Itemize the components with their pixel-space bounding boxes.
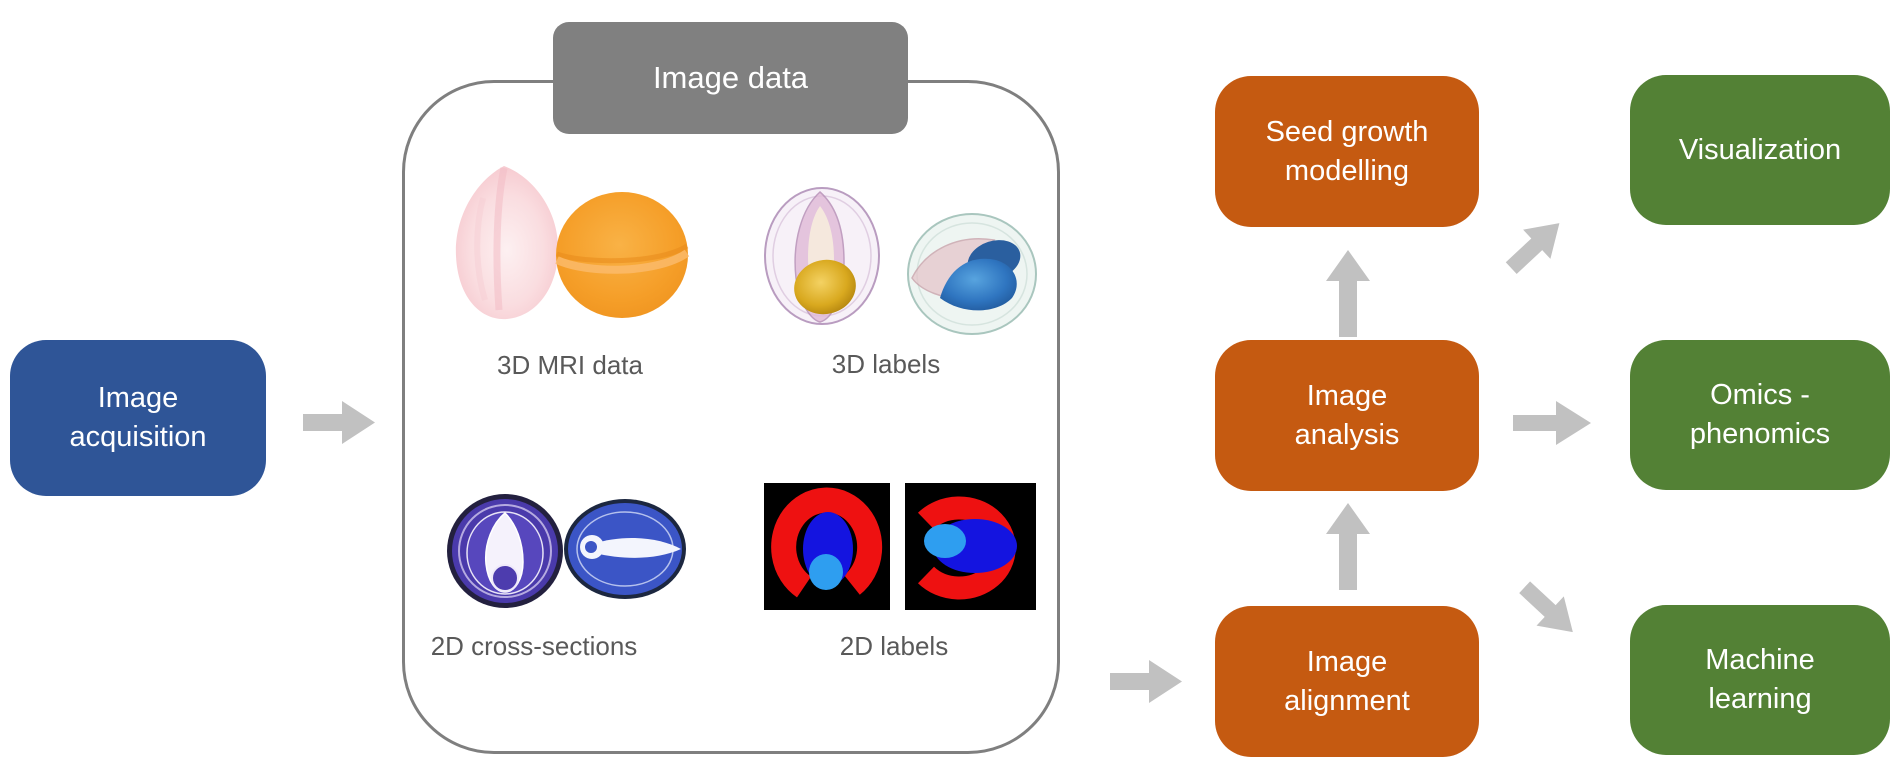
image-alignment-label: Image alignment: [1284, 645, 1410, 717]
caption-3d-labels: 3D labels: [831, 349, 941, 379]
arrow-up-right-icon: [1496, 207, 1578, 288]
2d-cross-sections-image: [443, 487, 688, 620]
seed-growth-modelling-label: Seed growth modelling: [1265, 115, 1429, 187]
caption-2d-labels: 2D labels: [839, 631, 949, 661]
visualization-label: Visualization: [1678, 133, 1842, 166]
caption-3d-mri-data: 3D MRI data: [497, 350, 643, 380]
seed-growth-modelling-box: Seed growth modelling: [1215, 76, 1479, 227]
arrow-up-icon: [1325, 503, 1371, 595]
image-data-header: Image data: [553, 22, 908, 134]
arrow-down-right-icon: [1506, 571, 1588, 652]
image-analysis-label: Image analysis: [1294, 379, 1400, 451]
arrow-right-icon: [303, 399, 375, 451]
image-acquisition-box: Image acquisition: [10, 340, 266, 496]
2d-labels-image: [764, 483, 1036, 616]
image-analysis-box: Image analysis: [1215, 340, 1479, 491]
image-acquisition-label: Image acquisition: [69, 382, 207, 453]
omics-phenomics-label: Omics - phenomics: [1689, 379, 1831, 450]
image-data-title: Image data: [652, 60, 809, 95]
arrow-right-icon: [1513, 399, 1591, 452]
machine-learning-label: Machine learning: [1705, 644, 1815, 715]
visualization-box: Visualization: [1630, 75, 1890, 225]
machine-learning-box: Machine learning: [1630, 605, 1890, 755]
arrow-up-icon: [1325, 250, 1371, 342]
3d-labels-image: [762, 146, 1054, 353]
image-alignment-box: Image alignment: [1215, 606, 1479, 757]
arrow-right-icon: [1110, 658, 1182, 710]
3d-mri-image: [445, 158, 695, 343]
omics-phenomics-box: Omics - phenomics: [1630, 340, 1890, 490]
caption-2d-cross-sections: 2D cross-sections: [430, 631, 638, 661]
